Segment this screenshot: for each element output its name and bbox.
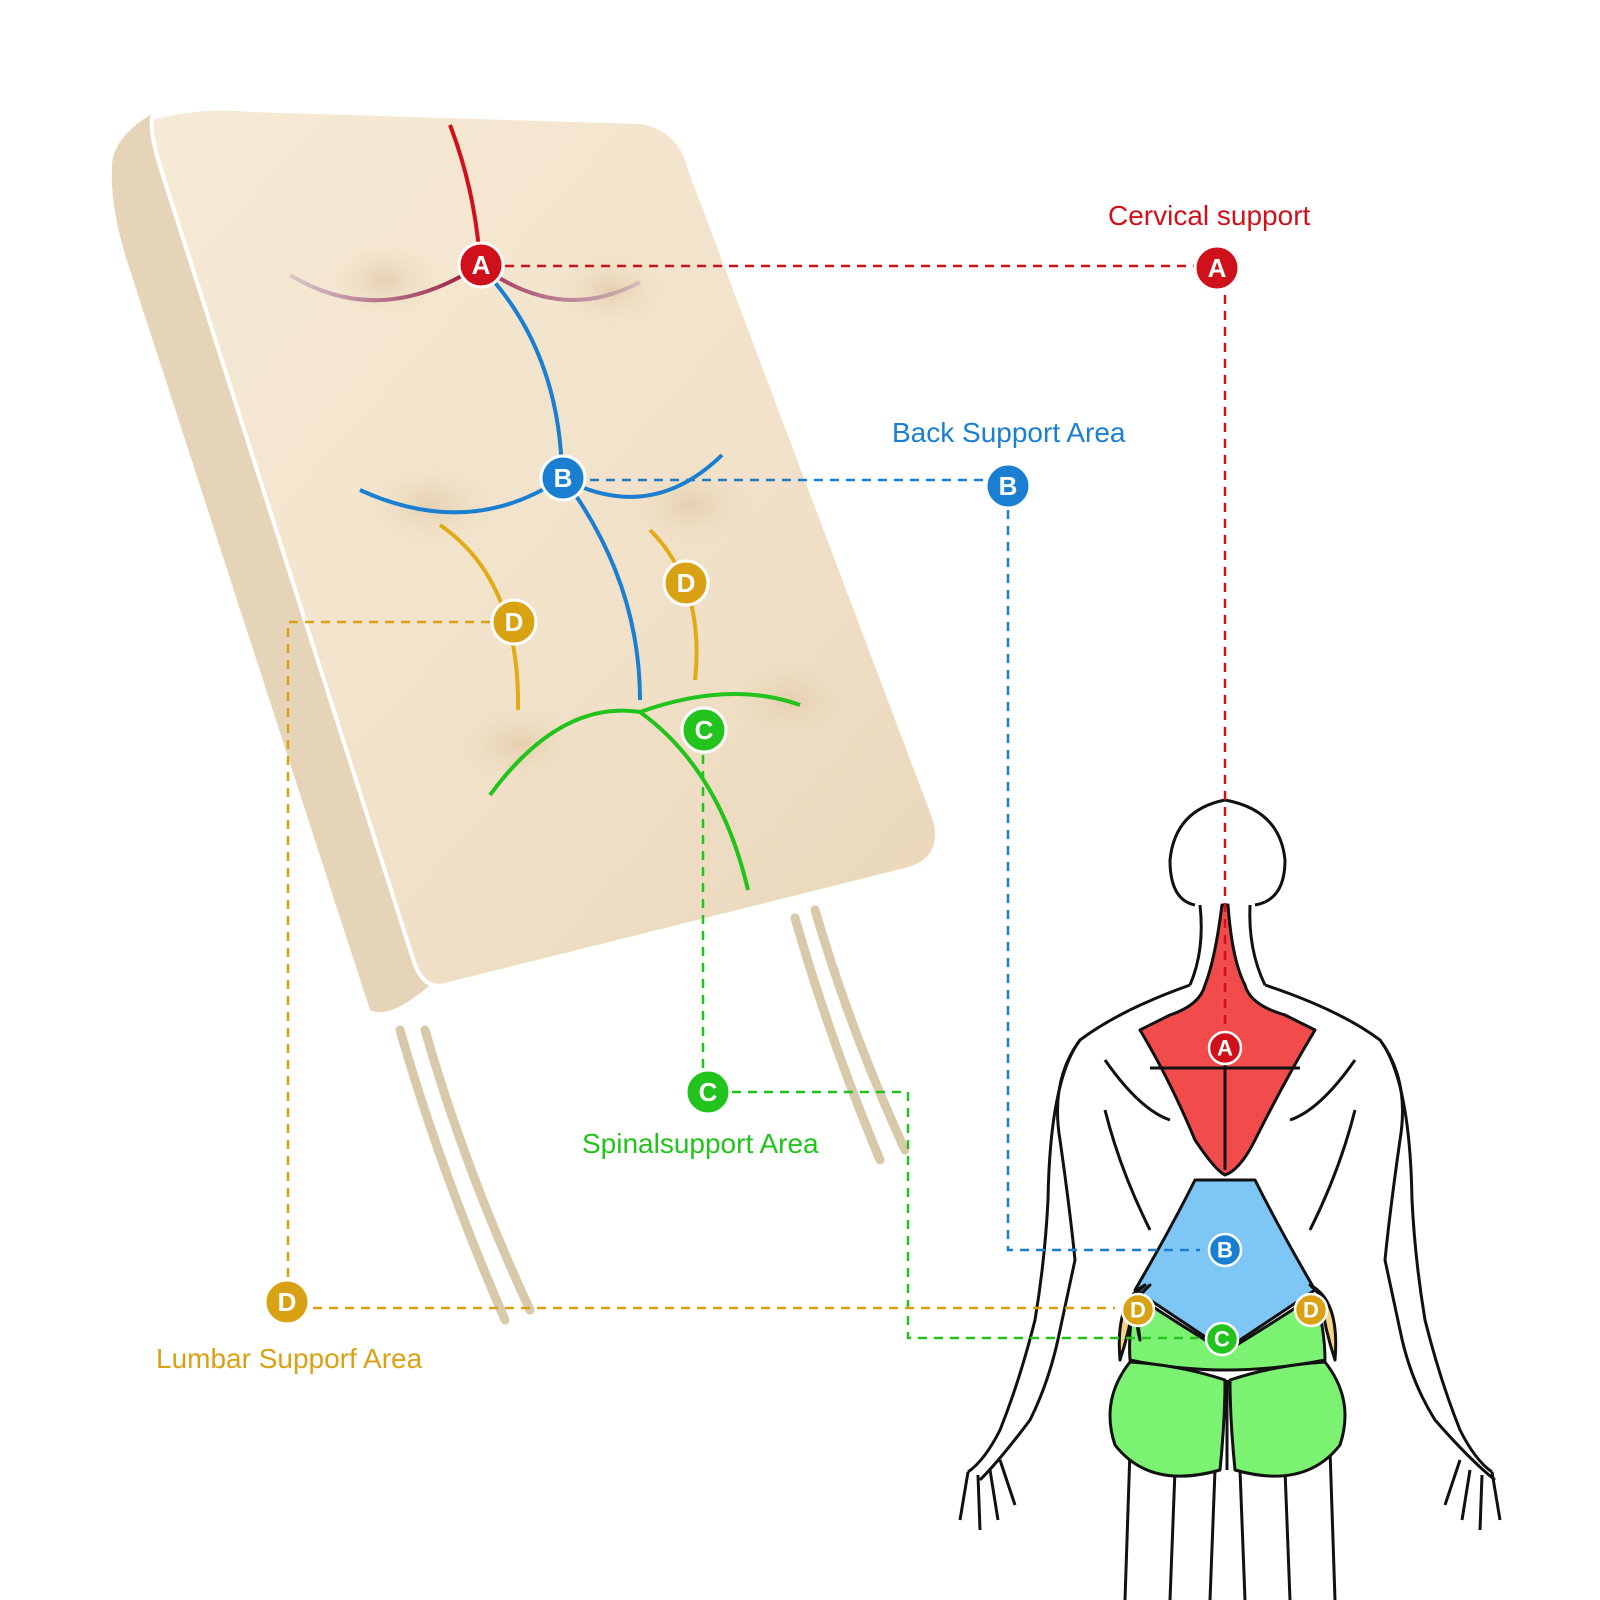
- badge-c-label-circle: [684, 1068, 732, 1116]
- badge-c-body: C: [1204, 1321, 1240, 1357]
- badge-d-body-left-circle: [1120, 1292, 1156, 1328]
- connector-d: [286, 620, 1115, 1310]
- badge-c-body-circle: [1204, 1321, 1240, 1357]
- badge-c-body-letter: C: [1214, 1327, 1230, 1352]
- badge-a-cushion-circle: [457, 241, 505, 289]
- connector-lines: [286, 264, 1227, 1340]
- label-spinal-support-area: Spinalsupport Area: [582, 1128, 819, 1159]
- badge-d-cushion-left-circle: [490, 598, 538, 646]
- badge-d-body-left: D: [1120, 1292, 1156, 1328]
- human-back-figure: [958, 798, 1502, 1600]
- badge-b-label: B: [984, 462, 1032, 510]
- cushion-curve-d-left: [438, 523, 521, 711]
- badge-b-cushion-circle: [539, 454, 587, 502]
- badge-d-label-circle: [263, 1278, 311, 1326]
- label-cervical-support: Cervical support: [1108, 200, 1311, 231]
- badge-d-body-left-letter: D: [1130, 1298, 1146, 1323]
- badge-a-body-letter: A: [1217, 1036, 1233, 1061]
- head-outline: [1168, 798, 1287, 907]
- badge-c-cushion-circle: [680, 706, 728, 754]
- badge-d-body-right-circle: [1293, 1292, 1329, 1328]
- badge-d-label: D: [263, 1278, 311, 1326]
- badge-b-body-circle: [1207, 1232, 1243, 1268]
- badge-b-label-circle: [984, 462, 1032, 510]
- badge-c-cushion: C: [680, 706, 728, 754]
- badge-b-body: B: [1207, 1232, 1243, 1268]
- badge-d-body-right-letter: D: [1303, 1298, 1319, 1323]
- badge-b-cushion-letter: B: [554, 463, 573, 493]
- cushion-side: [111, 115, 431, 1013]
- badge-b-body-letter: B: [1217, 1238, 1233, 1263]
- badge-a-label-circle: [1193, 244, 1241, 292]
- cushion-face: [149, 106, 939, 988]
- badge-c-label-letter: C: [699, 1077, 718, 1107]
- cushion-ties-right: [790, 905, 910, 1165]
- badge-a-cushion: A: [457, 241, 505, 289]
- badge-d-cushion-right-circle: [662, 559, 710, 607]
- badge-d-label-letter: D: [278, 1287, 297, 1317]
- label-lumbar-support-area: Lumbar Supporf Area: [156, 1343, 423, 1374]
- zone-badges: A A A B B B C C C D D D D D: [263, 241, 1329, 1357]
- badge-d-cushion-left: D: [490, 598, 538, 646]
- badge-a-cushion-letter: A: [472, 250, 491, 280]
- badge-c-label: C: [684, 1068, 732, 1116]
- badge-d-cushion-right: D: [662, 559, 710, 607]
- badge-a-label: A: [1193, 244, 1241, 292]
- cushion-ties-left: [395, 1025, 535, 1325]
- badge-d-cushion-right-letter: D: [677, 568, 696, 598]
- label-back-support-area: Back Support Area: [892, 417, 1126, 448]
- connector-a: [505, 264, 1227, 1045]
- cushion-curve-c-vertical: [638, 710, 750, 891]
- badge-a-label-letter: A: [1208, 253, 1227, 283]
- badge-d-body-right: D: [1293, 1292, 1329, 1328]
- badge-a-body: A: [1207, 1030, 1243, 1066]
- cushion-curve-c-horizontal: [488, 692, 801, 797]
- connector-b: [590, 478, 1200, 1252]
- badge-c-cushion-letter: C: [695, 715, 714, 745]
- badge-a-body-circle: [1207, 1030, 1243, 1066]
- connector-c: [701, 755, 1198, 1340]
- badge-b-cushion: B: [539, 454, 587, 502]
- torso-outline: [978, 983, 1191, 1482]
- muscle-regions: [1108, 903, 1347, 1478]
- badge-b-label-letter: B: [999, 471, 1018, 501]
- badge-d-cushion-left-letter: D: [505, 607, 524, 637]
- glutes-region: [1108, 1360, 1347, 1478]
